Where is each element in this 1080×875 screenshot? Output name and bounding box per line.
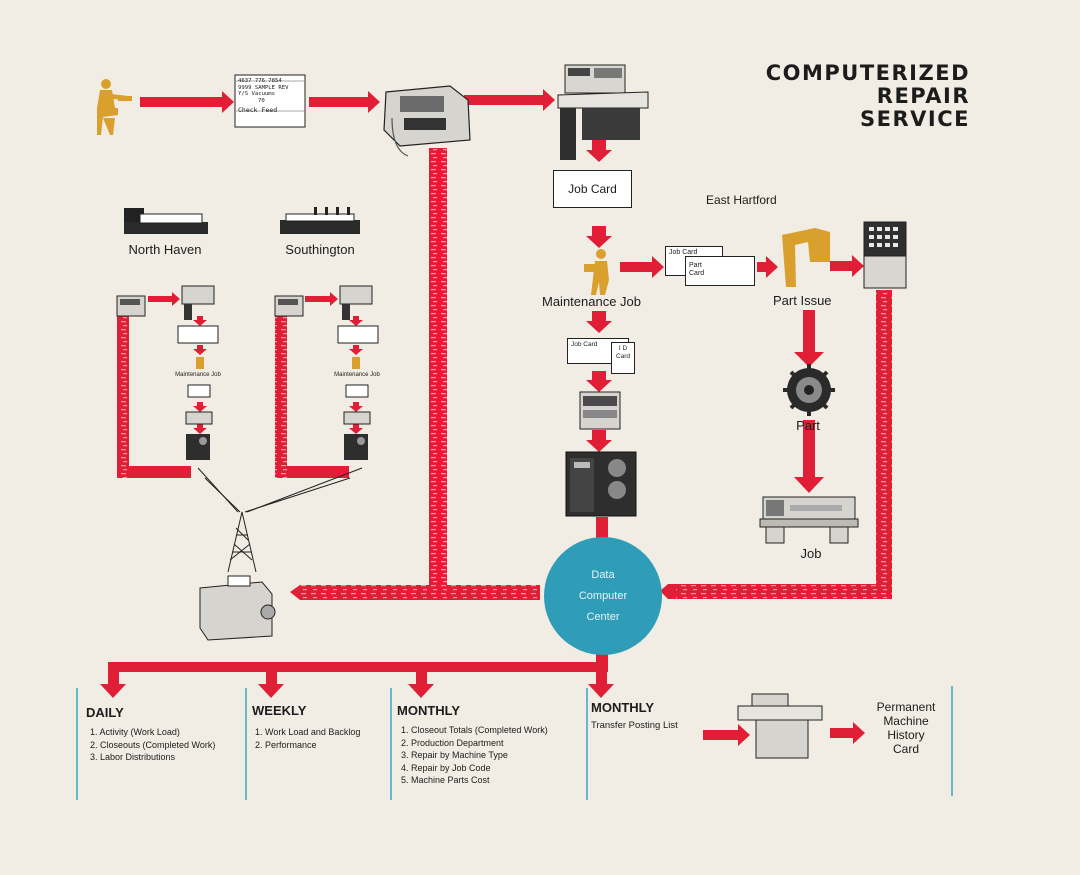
ticket-line: 70: [258, 97, 265, 104]
wide-flow-bands: [117, 148, 892, 600]
sorter-machine: [863, 221, 907, 289]
part-card-label: Part Card: [689, 262, 705, 277]
title-line-2: REPAIR: [876, 84, 970, 108]
id-card-label: I D Card: [615, 345, 631, 360]
title-line-3: SERVICE: [860, 107, 970, 131]
plant-north-haven: [124, 208, 208, 234]
east-hartford-label: East Hartford: [706, 193, 777, 207]
part-card: Part Card: [685, 256, 755, 286]
list-item: 2. Closeouts (Completed Work): [90, 739, 216, 750]
plant-north-haven-label: North Haven: [128, 242, 202, 257]
daily-title: DAILY: [86, 705, 124, 720]
bevel-gear: [783, 364, 835, 416]
page-title: COMPUTERIZED REPAIR SERVICE: [640, 62, 970, 131]
ticket-text: 4637 776 7854 9999 SAMPLE REV Y/S Vacuum…: [238, 78, 304, 114]
center-line-3: Center: [586, 610, 620, 623]
center-line-1: Data: [591, 568, 615, 581]
plant-southington-label: Southington: [285, 242, 355, 257]
list-item: 1. Work Load and Backlog: [255, 727, 361, 737]
branch-north-haven-machines: [116, 285, 219, 460]
job-card: Job Card: [553, 170, 632, 208]
job-card-label: Job Card: [568, 182, 617, 196]
branch-maintenance-job-label: Maintenance Job: [334, 372, 380, 378]
report-dividers: [76, 686, 953, 800]
operator-figure: [97, 79, 132, 135]
punched-ticket: [234, 74, 306, 128]
tape-reader: [199, 575, 276, 641]
list-item: 4. Repair by Job Code: [401, 762, 491, 773]
card-punch-console: [557, 64, 649, 160]
branch-maintenance-job-label: Maintenance Job: [175, 372, 221, 378]
monthly-title: MONTHLY: [397, 703, 461, 718]
monthly-transfer-title: MONTHLY: [591, 700, 655, 715]
ticket-line: Y/S Vacuums: [238, 91, 276, 98]
list-item: 3. Labor Distributions: [90, 752, 176, 763]
transfer-posting-list: Transfer Posting List: [591, 720, 678, 731]
storekeeper-figure: [782, 228, 830, 287]
title-line-1: COMPUTERIZED: [765, 61, 970, 85]
daily-list: 1. Activity (Work Load) 2. Closeouts (Co…: [90, 726, 215, 764]
list-item: 1. Activity (Work Load): [90, 727, 180, 737]
keypunch-job-card-label: Job Card: [571, 341, 598, 348]
ticket-line: 4637 776 7854: [238, 78, 282, 84]
list-item: 5. Machine Parts Cost: [401, 775, 490, 786]
permanent-history-card: Permanent Machine History Card: [876, 700, 936, 756]
monthly-list: 1. Closeout Totals (Completed Work) 2. P…: [401, 724, 548, 787]
mechanic-figure: [584, 249, 609, 295]
part-issue-label: Part Issue: [773, 293, 832, 308]
collator-machine: [579, 391, 621, 430]
center-line-2: Computer: [578, 589, 628, 602]
perm-line-2: Machine: [883, 714, 929, 728]
list-item: 2. Production Department: [401, 737, 504, 748]
perm-line-4: Card: [892, 742, 919, 756]
posting-machine: [737, 693, 823, 759]
job-label: Job: [800, 546, 822, 561]
list-item: 3. Repair by Machine Type: [401, 750, 508, 761]
list-item: 2. Performance: [255, 739, 317, 750]
plant-southington: [280, 207, 360, 234]
list-item: 1. Closeout Totals (Completed Work): [401, 725, 548, 735]
lathe-machine: [759, 496, 859, 544]
part-label: Part: [796, 418, 820, 433]
branch-southington-machines: [274, 285, 379, 460]
tape-computer: [565, 451, 637, 517]
id-card: I D Card: [611, 342, 635, 374]
data-computer-center: Data Computer Center: [544, 537, 662, 655]
perm-line-3: History: [887, 728, 925, 742]
ticket-line: 9999 SAMPLE REV: [238, 84, 289, 91]
flow-arrows: [100, 89, 865, 746]
weekly-title: WEEKLY: [252, 703, 307, 718]
maintenance-job-label: Maintenance Job: [542, 294, 642, 309]
part-job-card-label: Job Card: [669, 249, 698, 256]
keypunch-machine: [383, 85, 471, 157]
perm-line-1: Permanent: [876, 700, 936, 714]
transmission-tower: [197, 467, 363, 573]
weekly-list: 1. Work Load and Backlog 2. Performance: [255, 726, 360, 751]
ticket-line: Check Feed: [238, 106, 278, 115]
